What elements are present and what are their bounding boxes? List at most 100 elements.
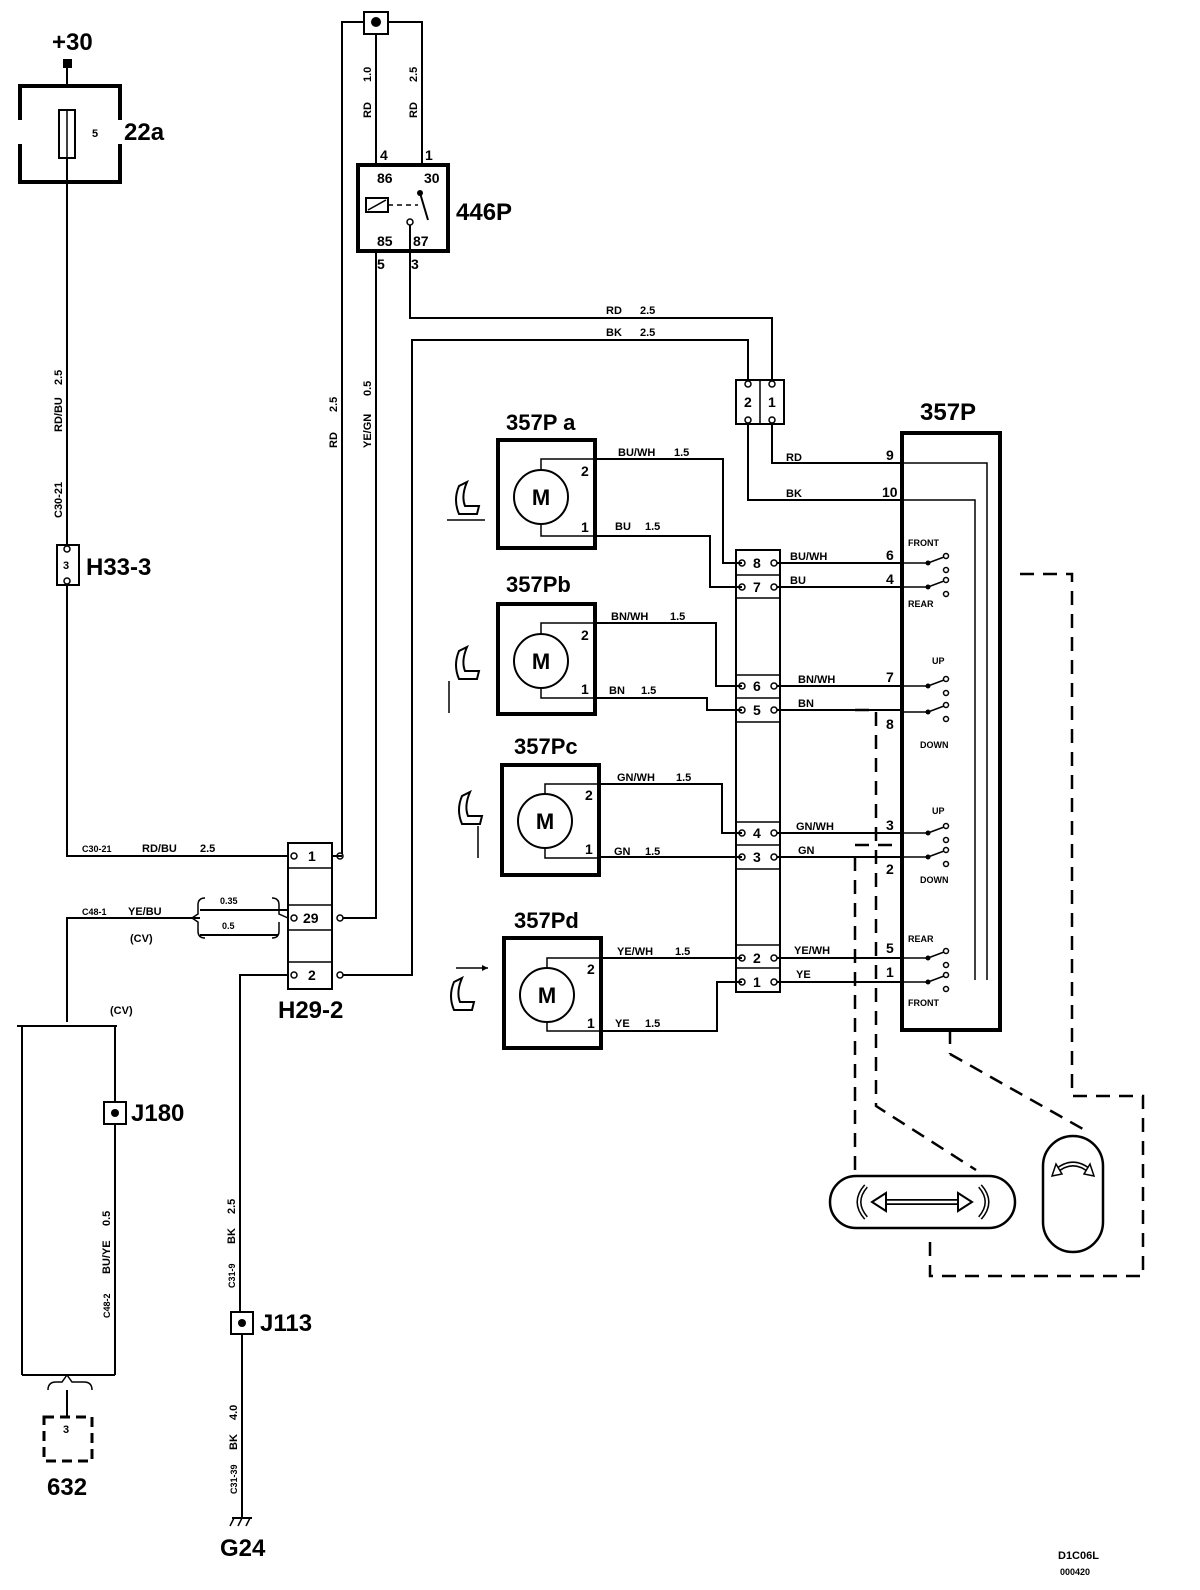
svg-text:86: 86 — [377, 170, 393, 186]
svg-text:87: 87 — [413, 233, 429, 249]
ground-label: G24 — [220, 1535, 266, 1562]
svg-text:(CV): (CV) — [110, 1005, 133, 1017]
svg-text:BN/WH: BN/WH — [611, 611, 648, 623]
svg-text:REAR: REAR — [908, 599, 934, 609]
svg-text:1: 1 — [581, 681, 589, 697]
svg-text:BN: BN — [798, 698, 814, 710]
wire-bk-ground — [239, 974, 288, 1312]
svg-text:1.5: 1.5 — [645, 1018, 660, 1030]
svg-text:YE/WH: YE/WH — [794, 945, 830, 957]
svg-text:M: M — [532, 485, 550, 510]
svg-text:BU/WH: BU/WH — [790, 551, 827, 563]
fuse-box — [18, 84, 122, 184]
svg-text:GN/WH: GN/WH — [796, 821, 834, 833]
svg-text:4: 4 — [380, 147, 388, 163]
svg-text:3: 3 — [411, 256, 419, 272]
svg-text:3: 3 — [753, 849, 761, 865]
svg-text:0.5: 0.5 — [362, 381, 374, 396]
svg-text:YE/BU: YE/BU — [128, 906, 162, 918]
svg-text:3: 3 — [63, 560, 69, 572]
svg-text:1: 1 — [308, 848, 316, 864]
svg-text:GN: GN — [614, 846, 631, 858]
svg-text:1.5: 1.5 — [676, 772, 691, 784]
svg-text:BN: BN — [609, 685, 625, 697]
svg-text:2: 2 — [308, 967, 316, 983]
svg-text:2: 2 — [581, 627, 589, 643]
fuse-number: 5 — [92, 128, 98, 140]
wire-gn-wh — [599, 783, 742, 834]
svg-text:6: 6 — [753, 678, 761, 694]
wire-ye-gn — [340, 251, 377, 919]
svg-text:1.5: 1.5 — [645, 521, 660, 533]
switch-group-height — [902, 675, 950, 723]
relay-id: 446P — [456, 199, 512, 226]
diagram-code: D1C06L — [1058, 1550, 1099, 1562]
j180-label: J180 — [131, 1100, 184, 1127]
svg-text:1: 1 — [587, 1015, 595, 1031]
svg-text:5: 5 — [377, 256, 385, 272]
svg-text:FRONT: FRONT — [908, 538, 939, 548]
svg-text:UP: UP — [932, 656, 945, 666]
svg-text:C48-2: C48-2 — [102, 1293, 112, 1318]
wire-bn — [595, 697, 742, 711]
svg-text:7: 7 — [886, 669, 894, 685]
switch-group-tilt — [902, 822, 950, 868]
switch-group-front-tilt — [902, 947, 950, 993]
svg-text:BU: BU — [615, 521, 631, 533]
svg-text:0.5: 0.5 — [101, 1211, 113, 1226]
fuse-id: 22a — [124, 119, 165, 146]
switch-id: 357P — [920, 399, 976, 426]
svg-text:0.5: 0.5 — [222, 921, 235, 931]
svg-text:BK: BK — [606, 327, 622, 339]
svg-text:RD/BU: RD/BU — [142, 843, 177, 855]
svg-text:3: 3 — [63, 1424, 69, 1436]
svg-text:1: 1 — [585, 841, 593, 857]
relay-contact — [419, 192, 429, 221]
svg-text:C30-21: C30-21 — [82, 844, 112, 854]
mid-connector — [735, 549, 781, 993]
svg-text:YE: YE — [796, 969, 811, 981]
rotate-arrows-icon — [856, 1184, 990, 1220]
svg-text:2.5: 2.5 — [640, 305, 655, 317]
svg-text:10: 10 — [882, 484, 898, 500]
svg-text:2.5: 2.5 — [200, 843, 215, 855]
seat-icon-a — [447, 479, 485, 521]
svg-text:2: 2 — [585, 787, 593, 803]
svg-text:REAR: REAR — [908, 934, 934, 944]
svg-text:YE/GN: YE/GN — [362, 414, 374, 448]
svg-text:2.5: 2.5 — [226, 1199, 238, 1214]
svg-text:30: 30 — [424, 170, 440, 186]
svg-text:1.0: 1.0 — [362, 67, 374, 82]
svg-text:2: 2 — [886, 861, 894, 877]
svg-text:8: 8 — [753, 555, 761, 571]
svg-text:DOWN: DOWN — [920, 875, 949, 885]
seat-icon-c — [458, 789, 484, 858]
svg-text:7: 7 — [753, 579, 761, 595]
svg-text:GN: GN — [798, 845, 815, 857]
seat-icon-d — [450, 965, 488, 1011]
switch-group-fore-aft — [902, 552, 950, 598]
svg-text:2: 2 — [753, 950, 761, 966]
svg-text:1.5: 1.5 — [645, 846, 660, 858]
svg-text:BK: BK — [228, 1434, 240, 1450]
link-knob — [949, 1052, 1091, 1135]
svg-text:1.5: 1.5 — [675, 946, 690, 958]
wire-bu — [595, 535, 742, 588]
j113-label: J113 — [260, 1310, 312, 1337]
svg-text:1.5: 1.5 — [670, 611, 685, 623]
fore-aft-arrow-icon — [870, 1191, 974, 1213]
backrest-control — [1041, 1134, 1105, 1254]
svg-text:BU/YE: BU/YE — [101, 1240, 113, 1274]
wire-rd-to-switch — [409, 225, 773, 380]
svg-text:1: 1 — [753, 974, 761, 990]
svg-text:5: 5 — [886, 940, 894, 956]
switch-bus-bk — [902, 499, 976, 980]
wire-bk-switch-10 — [747, 424, 902, 501]
connector-h29-label: H29-2 — [278, 997, 343, 1024]
svg-text:1: 1 — [886, 964, 894, 980]
svg-text:1: 1 — [768, 394, 776, 410]
svg-text:RD: RD — [606, 305, 622, 317]
svg-text:YE/WH: YE/WH — [617, 946, 653, 958]
svg-text:BU/WH: BU/WH — [618, 447, 655, 459]
